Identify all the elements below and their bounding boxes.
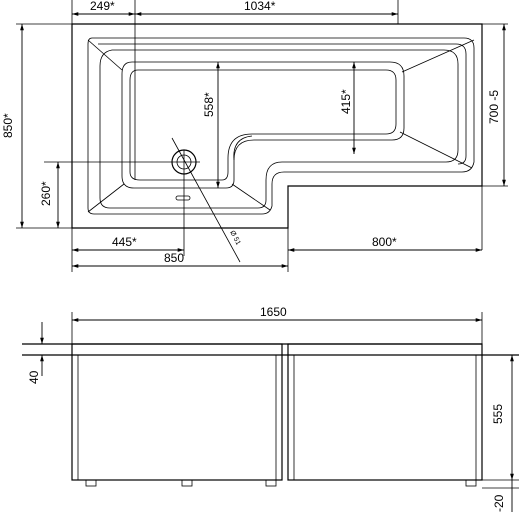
front-view: 1650 40 555 -20 bbox=[22, 305, 519, 512]
corner-line bbox=[401, 39, 475, 73]
headrest-curve bbox=[233, 135, 253, 161]
dim-label-445: 445* bbox=[112, 235, 137, 249]
tub-rim-line bbox=[87, 37, 475, 215]
foot bbox=[265, 479, 277, 487]
basin-floor bbox=[121, 61, 405, 189]
dim-label-850v: 850* bbox=[1, 113, 15, 138]
corner-line bbox=[87, 39, 123, 71]
front-panel-left bbox=[71, 343, 283, 481]
top-view: Ø 51 249* 1034* 850* 260* 558* 415* bbox=[1, 0, 508, 272]
dim-label-850h: 850 bbox=[164, 251, 184, 265]
tub-outer-contour bbox=[71, 23, 483, 229]
dim-label-800: 800* bbox=[372, 235, 397, 249]
dim-label-558: 558* bbox=[202, 92, 216, 117]
front-panel-right bbox=[287, 343, 483, 481]
dim-label-249: 249* bbox=[90, 0, 115, 13]
corner-line bbox=[399, 131, 473, 169]
drain-leader bbox=[171, 137, 241, 263]
dim-label-700: 700 -5 bbox=[487, 90, 501, 124]
basin-floor-inner bbox=[129, 69, 397, 181]
dim-label-415: 415* bbox=[339, 89, 353, 114]
foot bbox=[465, 479, 477, 487]
dim-label-555: 555 bbox=[491, 404, 505, 424]
dim-label-40: 40 bbox=[27, 370, 41, 384]
overflow-slot bbox=[175, 195, 191, 201]
corner-line bbox=[231, 183, 271, 211]
dim-label-1034: 1034* bbox=[244, 0, 276, 13]
dim-label-20: -20 bbox=[492, 494, 506, 512]
foot bbox=[181, 479, 193, 487]
dim-label-1650: 1650 bbox=[260, 305, 287, 319]
basin-outer bbox=[99, 49, 459, 209]
corner-line bbox=[87, 183, 125, 213]
dim-label-260: 260* bbox=[39, 181, 53, 206]
foot bbox=[85, 479, 97, 487]
